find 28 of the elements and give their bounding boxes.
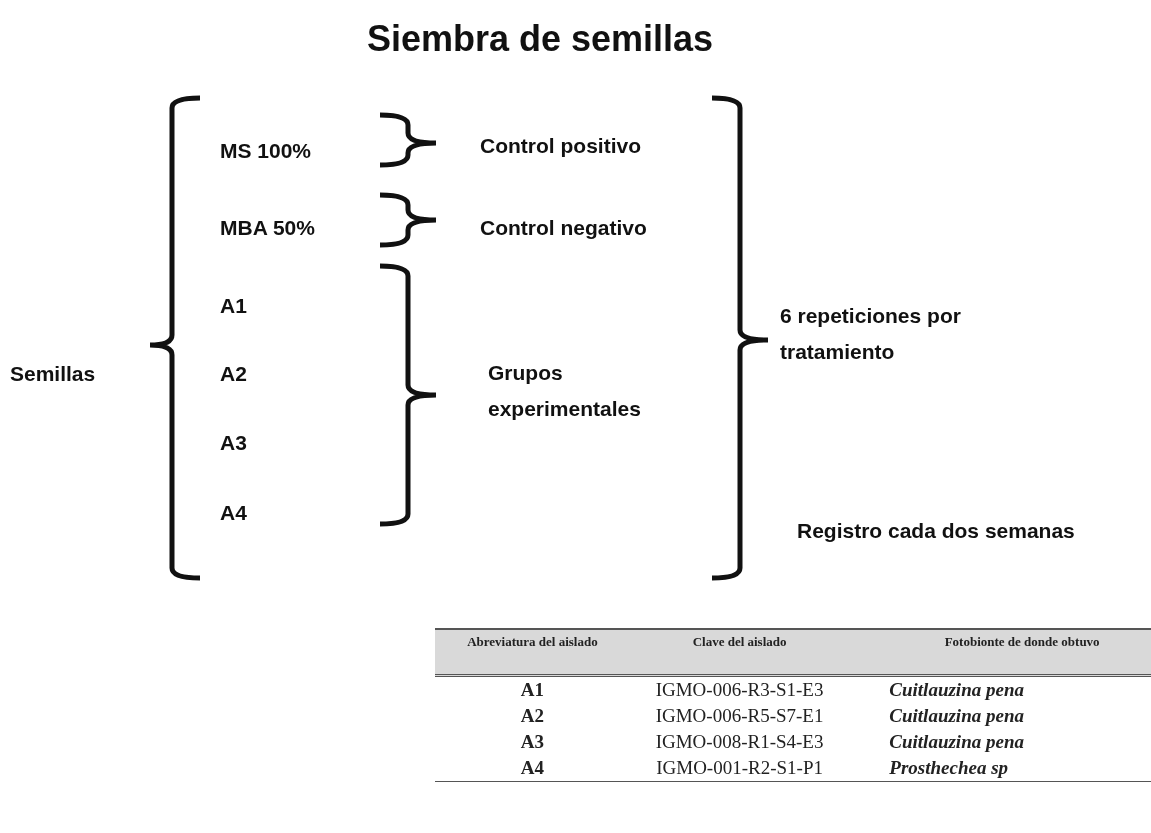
table-cell: A1 — [435, 675, 630, 703]
table-cell: Prosthechea sp — [849, 755, 1151, 782]
table-cell: A4 — [435, 755, 630, 782]
table-cell-text: Cuitlauzina pena — [888, 704, 1025, 728]
medium-label: MS 100% — [220, 138, 312, 164]
column-header: Abreviatura del aislado — [435, 629, 630, 676]
table-cell-text: A2 — [519, 704, 546, 728]
note-text: Registro cada dos semanas — [797, 518, 1075, 544]
column-header: Clave del aislado — [629, 629, 850, 676]
table-cell: IGMO-001-R2-S1-P1 — [629, 755, 850, 782]
isolate-label: A4 — [220, 500, 247, 526]
isolate-label: A1 — [220, 293, 247, 319]
table-cell-text: IGMO-006-R5-S7-E1 — [654, 704, 825, 728]
note-text: 6 repeticiones por tratamiento — [780, 303, 962, 365]
group-label: Grupos experimentales — [488, 360, 642, 422]
table-cell-text: IGMO-008-R1-S4-E3 — [654, 730, 825, 754]
table-cell: Cuitlauzina pena — [849, 675, 1151, 703]
table-cell-text: A3 — [519, 730, 546, 754]
title: Siembra de semillas — [365, 18, 715, 60]
table-cell: IGMO-006-R3-S1-E3 — [629, 675, 850, 703]
group-label: Semillas — [10, 361, 96, 387]
group-label: Control positivo — [480, 133, 641, 159]
medium-label: MBA 50% — [220, 215, 315, 241]
table-cell-text: Cuitlauzina pena — [888, 730, 1025, 754]
column-header: Fotobionte de donde obtuvo — [849, 629, 1151, 676]
isolate-label: A3 — [220, 430, 247, 456]
isolate-label: A2 — [220, 361, 247, 387]
group-label: Control negativo — [480, 215, 647, 241]
